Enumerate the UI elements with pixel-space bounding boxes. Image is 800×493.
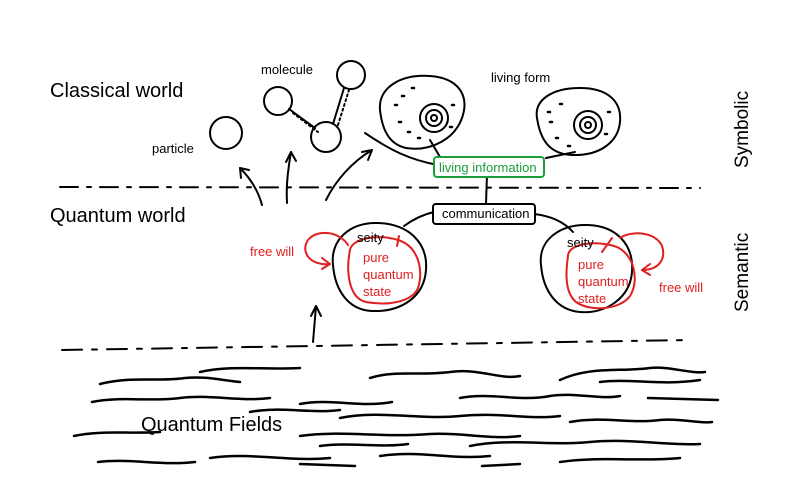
communication-box — [432, 203, 536, 225]
seity-body-left — [331, 221, 428, 313]
pure-state-outline-left — [347, 236, 422, 305]
link-cell-to-info — [429, 139, 441, 158]
link-left-cell-to-info — [364, 132, 439, 166]
symbolic-label: Symbolic — [732, 90, 753, 168]
quantum-fields-divider — [61, 339, 691, 351]
particle-label: particle — [152, 141, 194, 156]
free-will-loop-left — [304, 231, 349, 266]
communication-label: communication — [442, 206, 530, 221]
living-information-label: living information — [439, 160, 537, 175]
free-will-label-left: free will — [250, 244, 295, 259]
particle-sphere — [209, 116, 243, 150]
living-form-label: living form — [491, 70, 551, 85]
classical-world-label: Classical world — [50, 80, 184, 102]
free-will-loop-right-arrowhead — [641, 263, 651, 276]
living-information-box — [433, 156, 545, 178]
quantum-world-label: Quantum world — [50, 205, 186, 227]
seity-stroke-left — [396, 235, 400, 247]
pure-state-outline-right — [565, 242, 636, 310]
free-will-label-right: free will — [659, 280, 704, 295]
pure-quantum-state-right: pure quantum state — [578, 257, 629, 306]
seity-label-left: seity — [357, 230, 384, 245]
quantum-field-waves — [72, 366, 720, 468]
molecule-drawing — [263, 60, 366, 153]
emergence-arrows — [239, 149, 373, 343]
classical-quantum-divider — [59, 186, 701, 189]
pure-quantum-state-left: pure quantum state — [363, 250, 414, 299]
semantic-label: Semantic — [732, 232, 753, 312]
link-info-to-communication — [485, 173, 488, 205]
link-right-cell-to-info — [545, 151, 576, 159]
seity-label-right: seity — [567, 235, 594, 250]
communication-link-right — [533, 213, 574, 233]
molecule-label: molecule — [261, 62, 314, 77]
free-will-loop-left-arrowhead — [321, 257, 331, 270]
seity-stroke-right — [601, 237, 613, 253]
communication-link-left — [403, 211, 435, 227]
quantum-fields-label: Quantum Fields — [141, 414, 283, 436]
free-will-loop-right — [619, 232, 665, 271]
living-form-cell-right — [535, 87, 622, 157]
living-form-cell-left — [378, 74, 466, 150]
seity-body-right — [539, 223, 634, 314]
